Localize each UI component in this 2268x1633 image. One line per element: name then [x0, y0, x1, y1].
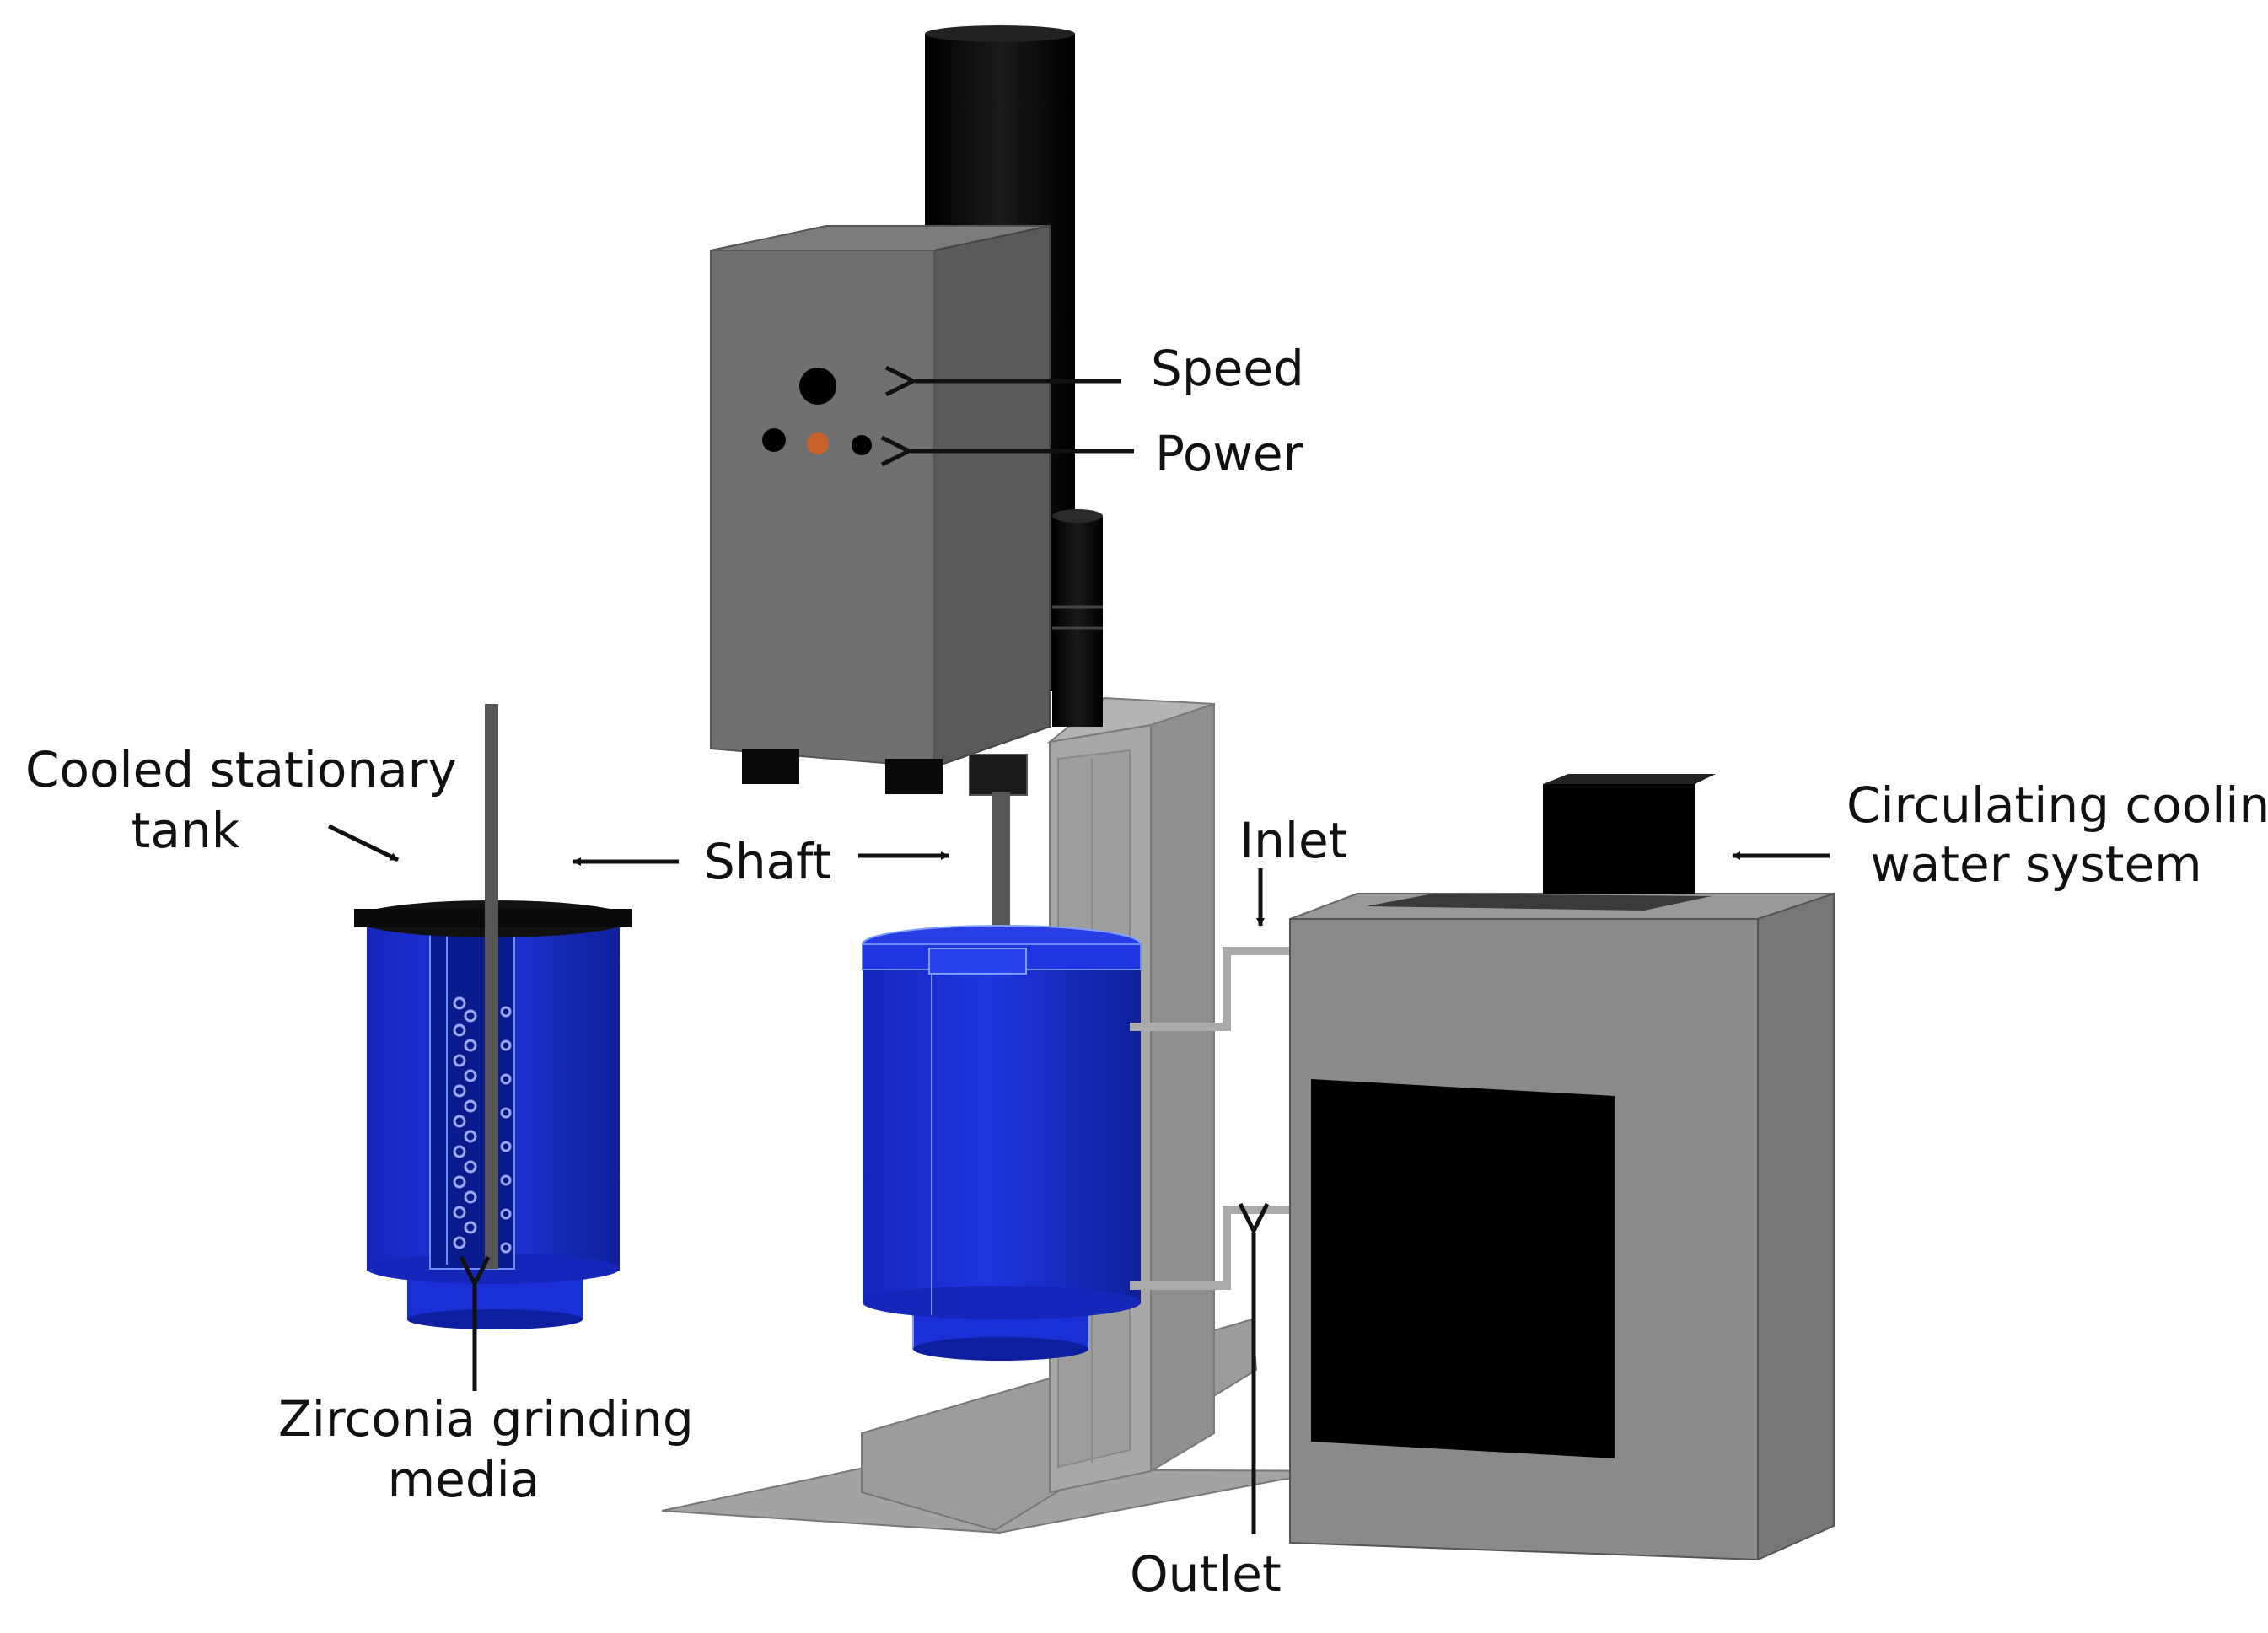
center-shaft	[992, 792, 1010, 940]
cooled-tank-label-line2: tank	[131, 802, 240, 859]
cutaway-shaft	[485, 704, 498, 1269]
shaft-label: Shaft	[704, 833, 832, 890]
cooling-system-label-line2: water system	[1870, 835, 2202, 893]
cooling-water-chiller	[1289, 774, 1835, 1561]
leader-arrows	[327, 381, 1830, 1534]
cooling-system-label-line1: Circulating cooling	[1846, 776, 2268, 834]
cooled-tank-label-line1: Cooled stationary	[25, 741, 457, 798]
speed-knob	[799, 368, 836, 405]
control-housing	[710, 224, 1051, 796]
grinding-media-label-line2: media	[387, 1451, 540, 1508]
speed-label: Speed	[1151, 340, 1304, 397]
power-label: Power	[1155, 425, 1303, 482]
left-button	[762, 428, 786, 452]
grinding-media-label-line1: Zirconia grinding	[278, 1390, 694, 1448]
cutaway-tank	[354, 704, 632, 1329]
cooled-tank-arrow	[327, 824, 400, 862]
outlet-label: Outlet	[1130, 1545, 1282, 1603]
right-button	[852, 435, 872, 455]
inlet-label: Inlet	[1239, 812, 1348, 869]
center-tank	[862, 925, 1294, 1361]
grinding-media-beads	[453, 996, 512, 1254]
power-indicator	[807, 432, 829, 454]
